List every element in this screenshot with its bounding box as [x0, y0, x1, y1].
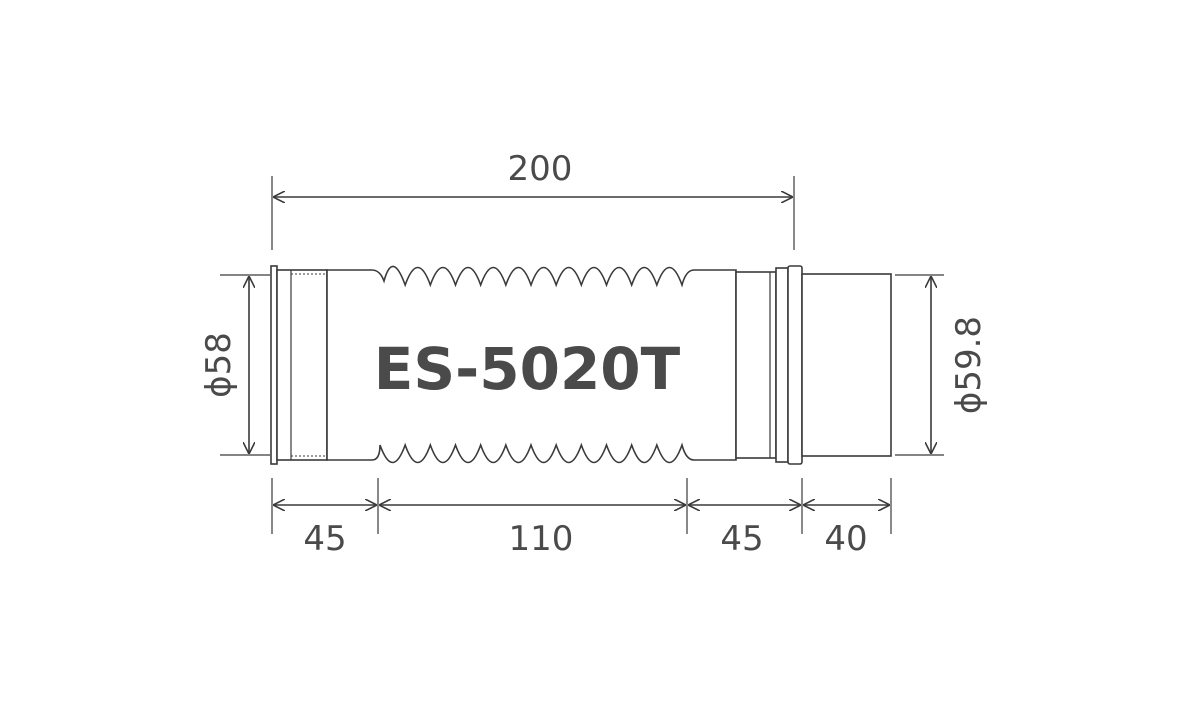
- dim-segment-right: 40: [824, 519, 867, 559]
- dimension-right-diameter: ϕ59.8: [895, 274, 989, 456]
- dim-overall-length: 200: [508, 149, 573, 189]
- middle-collar: [735, 271, 777, 459]
- dim-segment-left: 45: [303, 519, 346, 559]
- dimension-segments: 45 110 45 40: [271, 478, 892, 559]
- right-spigot: [801, 273, 892, 457]
- left-socket: [276, 269, 328, 461]
- dim-segment-bellows: 110: [509, 519, 574, 559]
- dimension-left-diameter: ϕ58: [199, 274, 270, 456]
- model-label: ES-5020T: [374, 335, 681, 403]
- pipe-body: [270, 265, 892, 465]
- dimension-overall: 200: [271, 149, 795, 250]
- left-flange: [270, 265, 278, 465]
- right-flange-inner: [775, 267, 789, 463]
- dim-right-diameter: ϕ59.8: [949, 316, 989, 414]
- right-flange: [787, 265, 803, 465]
- bellows: [326, 265, 737, 464]
- dim-left-diameter: ϕ58: [199, 332, 239, 398]
- dim-segment-middle: 45: [720, 519, 763, 559]
